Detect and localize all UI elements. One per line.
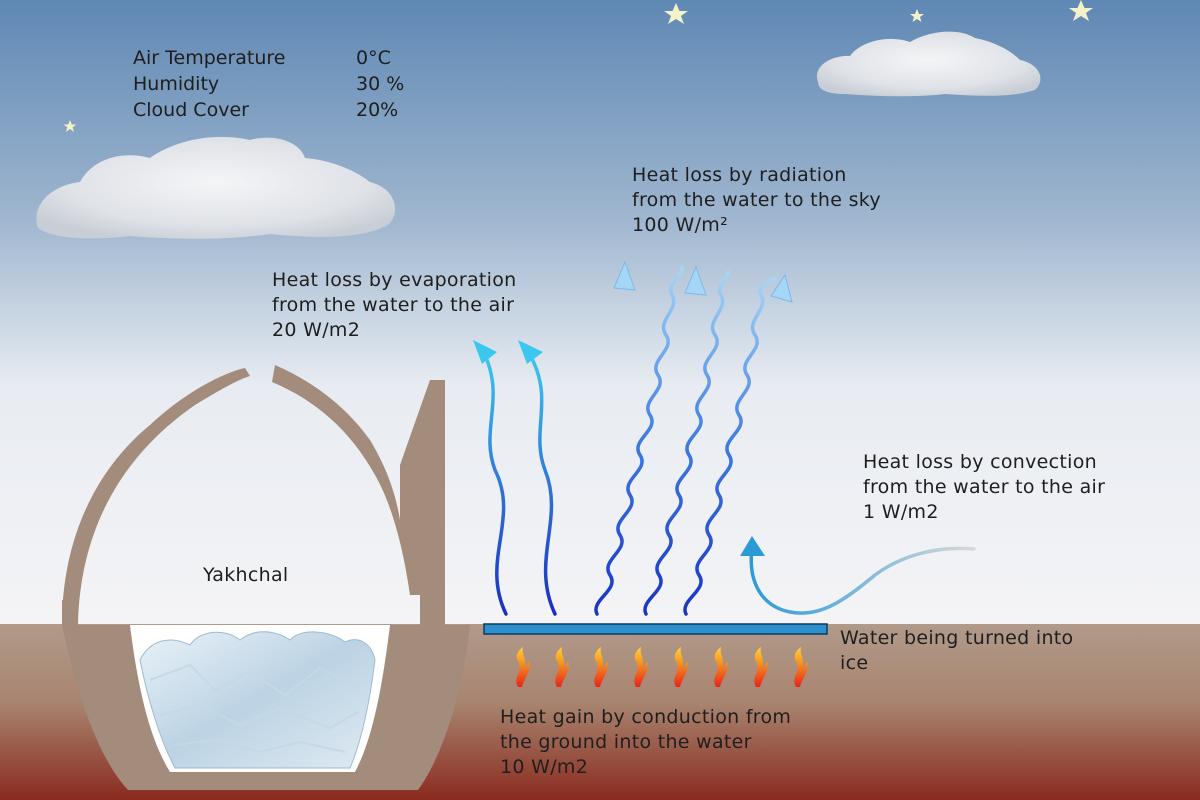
conduction-label: Heat gain by conduction from the ground … <box>500 705 791 780</box>
star-icon <box>63 120 77 132</box>
convection-line: from the water to the air <box>863 476 1106 498</box>
evaporation-label: Heat loss by evaporation from the water … <box>272 268 517 343</box>
yakhchal-dome-right <box>272 365 445 625</box>
radiation-line: Heat loss by radiation <box>632 164 847 186</box>
yakhchal-dome-inner-left <box>62 600 78 625</box>
radiation-wave <box>683 276 777 616</box>
flame-icon <box>555 647 569 687</box>
ice-pit-wall <box>62 625 470 790</box>
sky <box>0 0 1200 625</box>
weather-value: 20% <box>356 99 399 121</box>
weather-row-air-temperature: Air Temperature 0°C <box>133 45 404 71</box>
convection-label: Heat loss by convection from the water t… <box>863 450 1105 525</box>
evaporation-arrows <box>483 353 557 616</box>
weather-label: Cloud Cover <box>133 99 249 121</box>
evaporation-arrowheads <box>473 340 543 364</box>
flame-icon <box>634 647 648 687</box>
weather-row-cloud-cover: Cloud Cover 20% <box>133 97 404 123</box>
radiation-wave <box>643 270 730 616</box>
star-icon <box>910 9 924 22</box>
star-icon <box>664 3 688 24</box>
weather-value: 30 % <box>356 73 405 95</box>
evaporation-wave <box>528 353 557 616</box>
radiation-label: Heat loss by radiation from the water to… <box>632 163 881 238</box>
arrow-up-icon <box>740 536 765 556</box>
water-line: ice <box>840 652 869 674</box>
convection-line: Heat loss by convection <box>863 451 1097 473</box>
stars <box>63 0 1093 132</box>
convection-arrow <box>749 546 976 615</box>
radiation-line: from the water to the sky <box>632 189 881 211</box>
radiation-waves <box>594 266 777 616</box>
flame-icon <box>714 647 728 687</box>
evaporation-line: from the water to the air <box>272 294 515 316</box>
water-label: Water being turned into ice <box>840 626 1073 676</box>
ice-blocks <box>139 631 376 769</box>
conduction-line: the ground into the water <box>500 731 752 753</box>
arrow-up-icon <box>684 265 707 296</box>
cloud-left <box>36 136 396 239</box>
conduction-line: Heat gain by conduction from <box>500 706 792 728</box>
weather-info: Air Temperature 0°C Humidity 30 % Cloud … <box>133 45 404 123</box>
flame-icon <box>516 647 530 687</box>
radiation-arrowheads <box>613 260 793 303</box>
cloud-right <box>816 31 1041 97</box>
flame-icon <box>754 647 768 687</box>
weather-row-humidity: Humidity 30 % <box>133 71 404 97</box>
arrow-up-icon <box>473 340 497 364</box>
yakhchal-label: Yakhchal <box>203 564 289 586</box>
conduction-value: 10 W/m2 <box>500 756 589 778</box>
arrow-up-icon <box>613 260 636 291</box>
evaporation-line: Heat loss by evaporation <box>272 269 517 291</box>
arrow-up-icon <box>518 340 543 364</box>
yakhchal-dome <box>62 368 250 625</box>
weather-label: Humidity <box>133 73 220 95</box>
weather-label: Air Temperature <box>133 47 286 69</box>
evaporation-wave <box>483 353 508 616</box>
flame-icon <box>794 647 808 687</box>
radiation-value: 100 W/m² <box>632 214 729 236</box>
water-pond <box>483 623 828 635</box>
water-line: Water being turned into <box>840 627 1074 649</box>
conduction-flames <box>516 647 808 687</box>
arrow-up-icon <box>770 273 793 303</box>
flame-icon <box>594 647 608 687</box>
radiation-wave <box>594 266 684 616</box>
star-icon <box>1069 0 1093 21</box>
evaporation-value: 20 W/m2 <box>272 319 361 341</box>
flame-icon <box>674 647 688 687</box>
weather-value: 0°C <box>356 47 391 69</box>
convection-value: 1 W/m2 <box>863 501 939 523</box>
